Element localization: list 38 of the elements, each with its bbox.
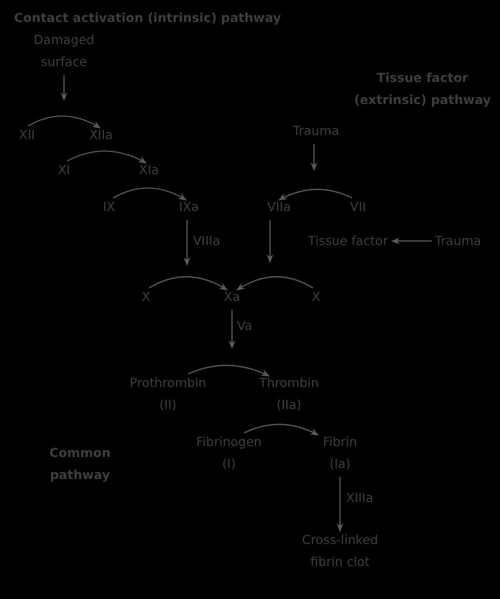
factor-label: VIIa — [267, 196, 291, 218]
reaction-arrow — [266, 220, 274, 263]
reaction-arrow — [278, 188, 352, 201]
factor-label: Cross-linked fibrin clot — [285, 529, 395, 573]
factor-label: Fibrinogen (I) — [190, 431, 268, 475]
factor-label: Damaged surface — [26, 29, 102, 73]
factor-label: VII — [350, 196, 366, 218]
section-heading: Contact activation (intrinsic) pathway — [14, 9, 282, 27]
factor-label: Tissue factor — [308, 230, 388, 252]
factor-label: IXa — [179, 196, 199, 218]
reaction-arrow — [148, 276, 228, 291]
factor-label: Prothrombin (II) — [126, 372, 210, 416]
factor-label: XIa — [139, 159, 159, 181]
factor-label: XII — [19, 124, 35, 146]
factor-label: Trauma — [292, 120, 340, 142]
reaction-arrow — [28, 116, 101, 129]
factor-label: XIIa — [89, 124, 113, 146]
reaction-arrow — [228, 310, 236, 349]
reaction-arrow — [336, 477, 344, 532]
section-heading: Tissue factor (extrinsic) pathway — [353, 69, 492, 109]
factor-label: Fibrin (Ia) — [315, 431, 365, 475]
factor-label: Xa — [224, 286, 240, 308]
reaction-arrow — [391, 238, 432, 244]
reaction-arrow — [184, 220, 190, 266]
reaction-arrow — [60, 75, 68, 101]
factor-label: X — [312, 286, 320, 308]
reaction-arrow — [244, 424, 319, 436]
factor-label: X — [142, 286, 150, 308]
factor-label: Thrombin (IIa) — [254, 372, 324, 416]
reaction-arrow — [112, 188, 187, 201]
reaction-arrow — [310, 144, 318, 171]
reaction-arrow — [66, 150, 147, 164]
reaction-arrow — [188, 364, 270, 377]
factor-label: XI — [58, 159, 70, 181]
reaction-arrow — [236, 276, 314, 291]
section-heading: Common pathway — [48, 444, 112, 484]
factor-label: IX — [102, 196, 116, 218]
factor-label: Trauma — [434, 230, 482, 252]
